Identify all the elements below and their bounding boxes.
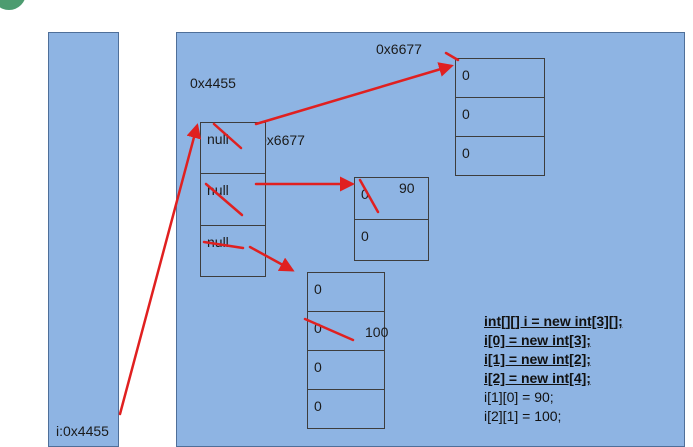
row0-cell-0: 0 <box>455 58 545 98</box>
stack-area <box>48 32 119 447</box>
outer-array-address: 0x4455 <box>190 75 236 91</box>
strike-row2 <box>303 317 355 342</box>
row2-overwrite-value: 100 <box>365 324 389 340</box>
corner-logo <box>0 0 26 10</box>
row0-cell-1: 0 <box>455 97 545 137</box>
outer-array-cell-1: null <box>200 173 266 226</box>
tick-row0 <box>444 51 460 62</box>
strike-cell2 <box>202 240 245 250</box>
code-line-4: i[2] = new int[4]; <box>484 370 591 386</box>
code-line-5: i[1][0] = 90; <box>484 389 554 405</box>
arrow-cell0-to-row0 <box>254 62 454 126</box>
outer-array-cell-0: null <box>200 122 266 174</box>
code-line-3: i[1] = new int[2]; <box>484 351 591 367</box>
row2-cell-0: 0 <box>307 272 385 312</box>
row1-array: 0 0 <box>354 177 429 261</box>
row0-address: 0x6677 <box>376 41 422 57</box>
strike-row1 <box>358 178 380 214</box>
row1-cell-1: 0 <box>354 219 429 261</box>
code-line-6: i[2][1] = 100; <box>484 408 562 424</box>
row2-array: 0 0 0 0 <box>307 272 385 429</box>
row1-overwrite-value: 90 <box>399 180 415 196</box>
row0-cell-2: 0 <box>455 136 545 176</box>
arrow-stack-to-outer <box>118 123 202 416</box>
code-line-2: i[0] = new int[3]; <box>484 332 591 348</box>
row0-array: 0 0 0 <box>455 58 545 176</box>
row2-cell-1: 0 <box>307 311 385 351</box>
arrow-cell2-to-row2 <box>248 245 295 272</box>
code-block: int[][] i = new int[3][]; i[0] = new int… <box>484 312 623 426</box>
strike-cell1 <box>204 182 244 217</box>
row2-cell-3: 0 <box>307 389 385 429</box>
row1-address-label: 0x6677 <box>259 132 305 148</box>
code-line-1: int[][] i = new int[3][]; <box>484 313 623 329</box>
row1-cell-0: 0 <box>354 177 429 220</box>
strike-cell0 <box>212 122 243 150</box>
row2-cell-2: 0 <box>307 350 385 390</box>
stack-variable-label: i:0x4455 <box>56 423 109 439</box>
